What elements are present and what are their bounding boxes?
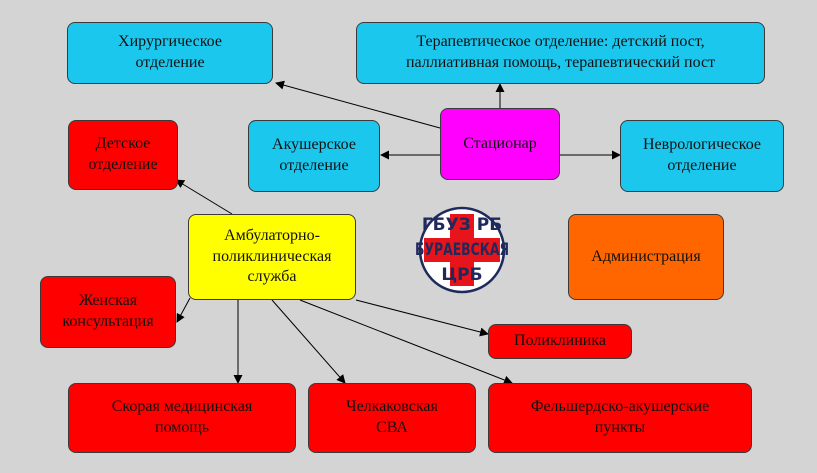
node-skoraya-pomosh: Скорая медицинская помощь	[68, 383, 296, 453]
node-administraciya: Администрация	[568, 214, 724, 300]
arrow-ambulator-to-feldsher	[299, 299, 513, 385]
logo-line-2: БУРАЕВСКАЯ	[415, 240, 509, 260]
node-akusherskoe: Акушерское отделение	[248, 120, 380, 192]
arrow-ambulator-to-chelkak	[271, 299, 346, 384]
node-ambulatorno-poliklinicheskaya: Амбулаторно- поликлиническая служба	[188, 214, 356, 300]
logo-line-1: ГБУЗ РБ	[422, 215, 502, 235]
hospital-logo: ГБУЗ РБ БУРАЕВСКАЯ ЦРБ	[412, 204, 512, 296]
node-feldsherskie-punkty: Фельшердско-акушерские пункты	[488, 383, 752, 453]
node-chelkakovskaya-sva: Челкаковская СВА	[308, 383, 476, 453]
arrow-ambulator-to-detskoe	[175, 179, 233, 215]
logo-line-3: ЦРБ	[441, 265, 482, 285]
node-stacionar: Стационар	[440, 108, 560, 180]
node-poliklinika: Поликлиника	[488, 324, 632, 359]
arrow-ambulator-to-poliklin	[355, 299, 489, 337]
node-terapevticheskoe: Терапевтическое отделение: детский пост,…	[356, 22, 765, 84]
node-detskoe: Детское отделение	[68, 120, 178, 190]
arrow-stacionar-to-hirurg	[275, 80, 441, 129]
red-cross-icon: ГБУЗ РБ БУРАЕВСКАЯ ЦРБ	[415, 206, 509, 294]
node-nevrologicheskoe: Неврологическое отделение	[620, 120, 784, 192]
arrow-ambulator-to-zhensk	[176, 297, 191, 323]
node-zhenskaya-konsultaciya: Женская консультация	[40, 276, 176, 348]
node-hirurgicheskoe: Хирургическое отделение	[67, 22, 273, 84]
